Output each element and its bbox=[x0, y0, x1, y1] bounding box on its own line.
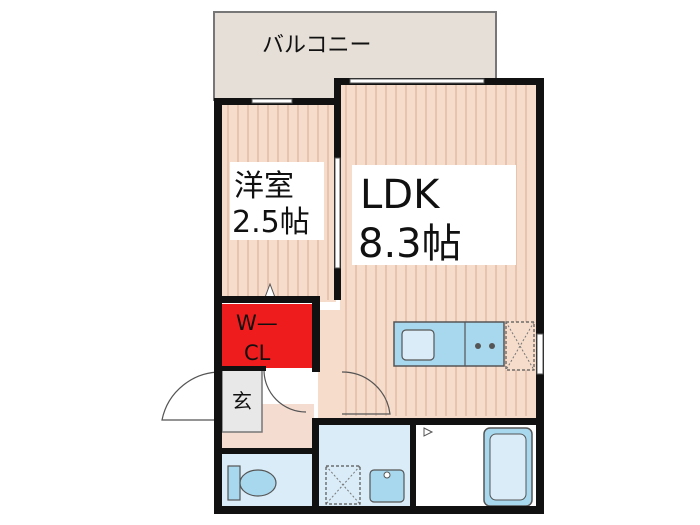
fridge-space-cross bbox=[505, 321, 535, 371]
balcony-window bbox=[349, 78, 485, 84]
side-window bbox=[536, 333, 544, 375]
bathtub-inner bbox=[489, 433, 527, 501]
entrance-label: 玄 bbox=[232, 389, 252, 413]
western-room-name: 洋室 bbox=[234, 169, 294, 204]
toilet-tank-icon bbox=[227, 465, 241, 501]
walk-in-closet bbox=[222, 304, 316, 368]
entrance-inner-door-swing bbox=[263, 369, 307, 413]
entrance-door-swing bbox=[161, 371, 223, 421]
balcony-label: バルコニー bbox=[262, 33, 372, 58]
washing-machine-space bbox=[325, 465, 361, 505]
ldk-label-box bbox=[352, 165, 516, 265]
western-room-window bbox=[251, 98, 293, 104]
western-room-size: 2.5帖 bbox=[232, 205, 310, 240]
western-room-label-box bbox=[230, 162, 324, 240]
fridge-space-cross bbox=[505, 321, 535, 371]
closet-label-line1: W— bbox=[236, 311, 278, 335]
wash-basin-icon bbox=[369, 469, 405, 503]
hallway-floor bbox=[318, 310, 342, 422]
ldk-name: LDK bbox=[360, 172, 441, 218]
stove-burner-icon bbox=[489, 343, 495, 349]
hallway-door-swing bbox=[341, 371, 391, 415]
stove-burner-icon bbox=[475, 343, 481, 349]
bathroom-door-arrow bbox=[423, 427, 434, 437]
genkan bbox=[221, 369, 263, 433]
kitchen-sink-icon bbox=[401, 329, 435, 361]
sliding-door bbox=[334, 157, 341, 269]
basin-drain-icon bbox=[383, 471, 391, 479]
ldk-size: 8.3帖 bbox=[358, 221, 462, 267]
washer-cross bbox=[325, 465, 361, 505]
closet-label-line2: CL bbox=[244, 341, 271, 365]
toilet-bowl-icon bbox=[239, 469, 277, 497]
